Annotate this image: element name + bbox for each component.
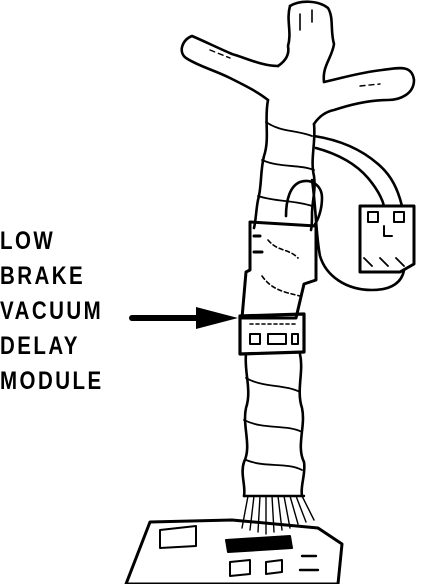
label-line-4: DELAY bbox=[0, 332, 80, 360]
harness-lower-trunk bbox=[241, 352, 306, 498]
main-connector bbox=[124, 518, 344, 584]
label-line-5: MODULE bbox=[0, 367, 104, 395]
label-line-3: VACUUM bbox=[0, 297, 104, 325]
harness-upper-trunk bbox=[252, 98, 316, 232]
leader-arrow bbox=[129, 307, 238, 329]
wire-fan bbox=[241, 494, 315, 535]
label-line-1: LOW bbox=[0, 227, 56, 255]
side-wire-loop bbox=[310, 134, 406, 292]
side-connector bbox=[358, 204, 416, 274]
label-line-2: BRAKE bbox=[0, 262, 86, 290]
harness-top-branches bbox=[180, 0, 416, 126]
module-wire-loop bbox=[284, 179, 324, 228]
delay-module bbox=[238, 220, 318, 356]
component-label: LOW BRAKE VACUUM DELAY MODULE bbox=[0, 224, 130, 399]
